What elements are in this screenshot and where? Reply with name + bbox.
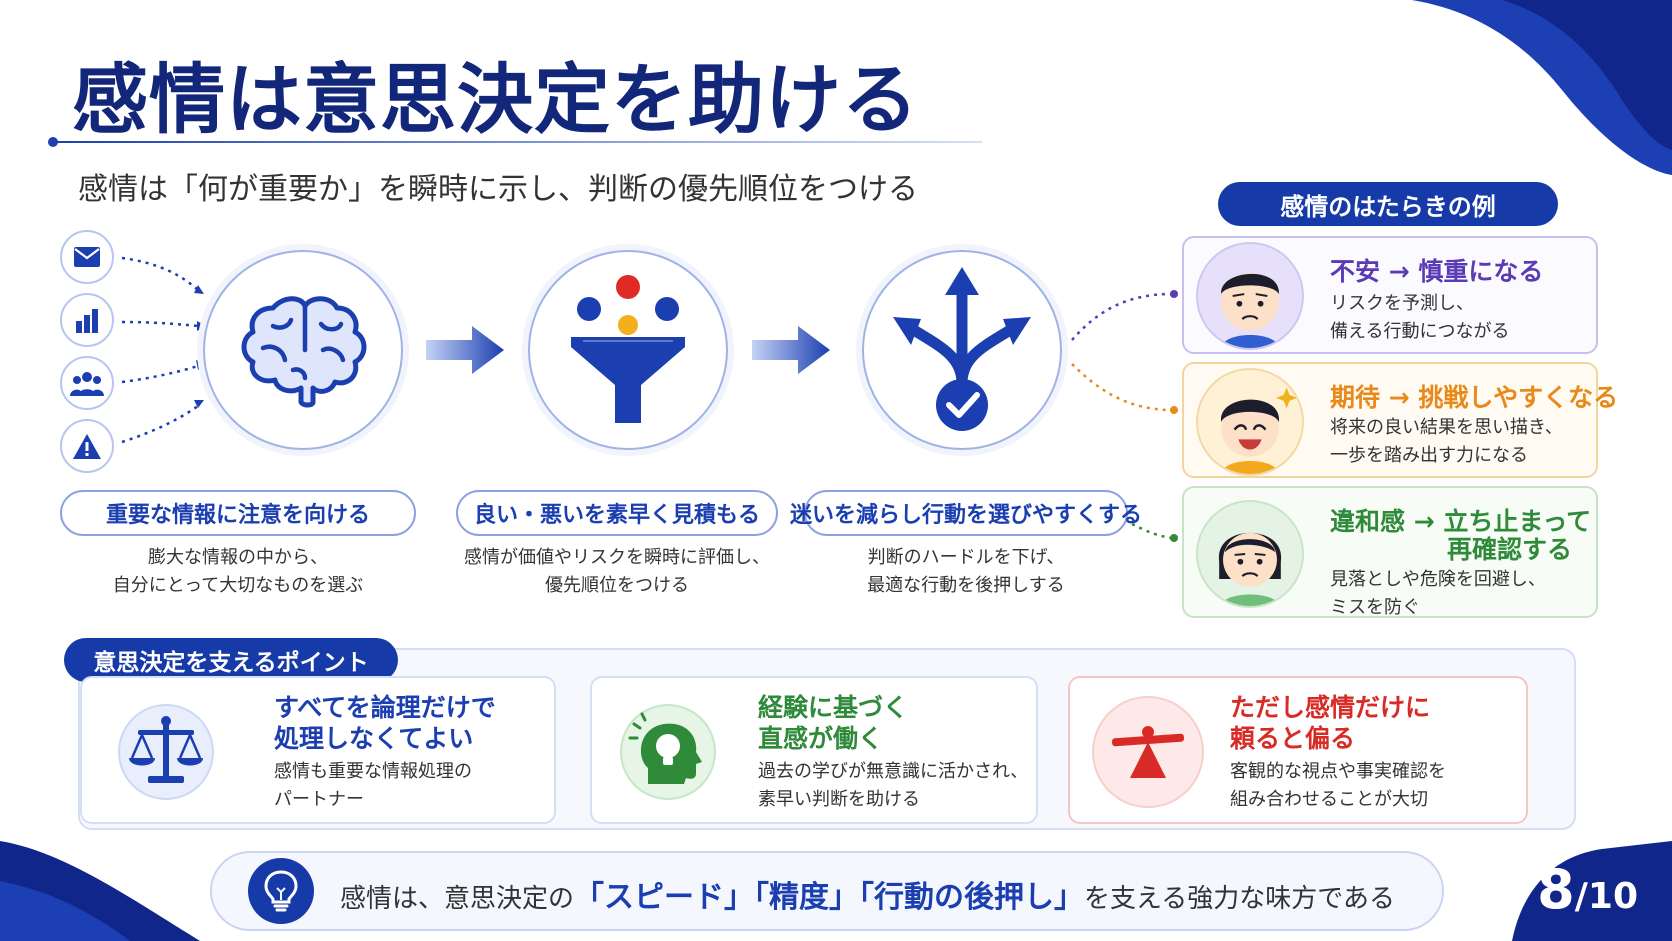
step-circle-evaluate <box>528 250 728 450</box>
uneasy-girl-face-icon <box>1196 500 1304 608</box>
step-circle-attention <box>203 250 403 450</box>
point-icon-bg-intuition <box>620 704 716 800</box>
point-title-intuition: 経験に基づく直感が働く <box>758 693 909 753</box>
point-desc-intuition: 過去の学びが無意識に活かされ、素早い判断を助ける <box>758 761 1029 810</box>
brain-icon <box>241 296 367 408</box>
mail-icon <box>60 230 114 284</box>
point-desc-bias: 客観的な視点や事実確認を組み合わせることが大切 <box>1230 761 1446 810</box>
point-title-logic: すべてを論理だけで処理しなくてよい <box>274 693 496 753</box>
bottom-left-wave-decoration <box>0 841 200 941</box>
example-desc-expectation: 将来の良い結果を思い描き、一歩を踏み出す力になる <box>1330 417 1563 466</box>
bottom-right-wave-decoration <box>1512 841 1672 941</box>
step-label-evaluate: 良い・悪いを素早く見積もる <box>456 490 778 536</box>
point-card-intuition: 経験に基づく直感が働く 過去の学びが無意識に活かされ、素早い判断を助ける <box>590 676 1038 824</box>
page-total: /10 <box>1574 876 1638 917</box>
point-card-bias: ただし感情だけに頼ると偏る 客観的な視点や事実確認を組み合わせることが大切 <box>1068 676 1528 824</box>
example-card-expectation: 期待 → 挑戦しやすくなる 将来の良い結果を思い描き、一歩を踏み出す力になる <box>1182 362 1618 478</box>
summary-icon-bg <box>248 858 314 924</box>
step-desc-action: 判断のハードルを下げ、最適な行動を後押しする <box>867 547 1065 596</box>
points-header: 意思決定を支えるポイント <box>64 638 398 682</box>
example-connector-lines <box>1071 290 1178 542</box>
page-current: 8 <box>1537 858 1575 921</box>
title-underline-dot <box>48 137 58 147</box>
summary-text: 感情は、意思決定の「スピード」「精度」「行動の後押し」を支える強力な味方である <box>340 880 1395 915</box>
example-title-expectation: 期待 → 挑戦しやすくなる <box>1330 383 1619 412</box>
summary-bar <box>210 851 1444 931</box>
step-desc-evaluate: 感情が価値やリスクを瞬時に評価し、優先順位をつける <box>464 547 770 596</box>
step-label-action: 迷いを減らし行動を選びやすくする <box>790 490 1142 536</box>
step-circle-action <box>862 250 1062 450</box>
input-connector-lines <box>121 256 206 444</box>
step-desc-attention: 膨大な情報の中から、自分にとって大切なものを選ぶ <box>112 547 364 596</box>
point-card-logic: すべてを論理だけで処理しなくてよい 感情も重要な情報処理のパートナー <box>80 676 556 824</box>
top-right-wave-decoration <box>1412 0 1672 175</box>
page-subtitle: 感情は「何が重要か」を瞬時に示し、判断の優先順位をつける <box>78 172 918 207</box>
example-desc-discomfort: 見落としや危険を回避し、ミスを防ぐ <box>1330 569 1546 618</box>
title-underline <box>52 141 982 143</box>
example-desc-anxiety: リスクを予測し、備える行動につながる <box>1330 293 1510 342</box>
people-icon <box>60 356 114 410</box>
branching-arrows-check-icon <box>893 267 1031 431</box>
example-card-discomfort: 違和感 → 立ち止まって 再確認する 見落としや危険を回避し、ミスを防ぐ <box>1182 486 1598 618</box>
tilted-balance-icon <box>1112 726 1184 778</box>
scale-icon <box>129 716 203 783</box>
example-title-discomfort: 違和感 → 立ち止まって <box>1330 507 1592 536</box>
excited-boy-face-icon <box>1196 368 1304 476</box>
example-card-anxiety: 不安 → 慎重になる リスクを予測し、備える行動につながる <box>1182 236 1598 354</box>
examples-header: 感情のはたらきの例 <box>1218 182 1558 226</box>
funnel-icon <box>571 275 685 423</box>
point-icon-bg-logic <box>118 704 214 800</box>
bar-chart-icon <box>60 293 114 347</box>
flow-arrow-2 <box>752 326 830 374</box>
head-lightbulb-icon <box>628 712 702 784</box>
page-number: 8/10 <box>1537 858 1638 921</box>
flow-arrow-1 <box>426 326 504 374</box>
point-desc-logic: 感情も重要な情報処理のパートナー <box>274 761 472 810</box>
point-icon-bg-bias <box>1092 696 1204 808</box>
lightbulb-icon <box>264 870 298 912</box>
example-title-anxiety: 不安 → 慎重になる <box>1330 257 1544 286</box>
page-title: 感情は意思決定を助ける <box>72 55 919 144</box>
step-label-attention: 重要な情報に注意を向ける <box>60 490 416 536</box>
example-title-discomfort-line2: 再確認する <box>1446 535 1572 564</box>
warning-icon <box>60 419 114 473</box>
worried-boy-face-icon <box>1196 242 1304 350</box>
point-title-bias: ただし感情だけに頼ると偏る <box>1230 693 1431 753</box>
